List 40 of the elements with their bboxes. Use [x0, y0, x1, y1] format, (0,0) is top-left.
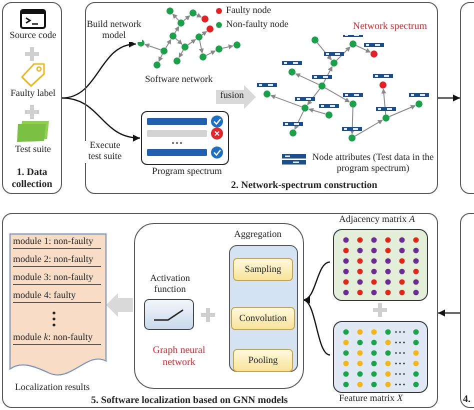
edge-label: Build network model — [86, 20, 142, 42]
curved-arrow — [62, 41, 136, 99]
icon-caption: Source code — [10, 31, 56, 42]
block-arrow — [216, 85, 256, 109]
arrow — [438, 94, 460, 102]
box-heading: Activation function — [148, 274, 192, 296]
result-line: module k: non-faulty — [13, 333, 101, 346]
curved-arrow — [62, 97, 140, 141]
panel-title: 5. Software localization based on GNN models — [91, 394, 288, 406]
result-line: module 2: non-faulty — [13, 255, 101, 268]
graph-title: Network spectrum — [352, 21, 427, 32]
legend-text: Non-faulty node — [226, 20, 289, 31]
icon-caption: Faulty label — [10, 89, 56, 100]
result-line: module 1: non-faulty — [13, 237, 101, 250]
icon-caption: Test suite — [14, 145, 51, 156]
drawing-caption: Software network — [145, 75, 213, 86]
matrix-label: Feature matrix X — [339, 394, 403, 405]
box-heading: Aggregation — [234, 230, 282, 241]
panel-title: 2. Network-spectrum construction — [231, 180, 378, 191]
result-line: module 4: faulty — [13, 291, 101, 304]
curved-arrow — [302, 299, 330, 356]
curved-arrow — [302, 261, 330, 302]
block-arrow — [106, 293, 133, 317]
legend-text: Faulty node — [226, 6, 272, 17]
panel-title: 4. — [463, 394, 470, 405]
process-box: Pooling — [233, 349, 293, 372]
panel — [2, 2, 62, 194]
result-caption: Localization results — [15, 383, 90, 394]
arrow — [438, 310, 460, 317]
model-name: Graph neural network — [152, 345, 206, 368]
process-box: Convolution — [231, 307, 295, 330]
panel-caption: Program spectrum — [152, 167, 222, 178]
result-line: module 3: non-faulty — [13, 273, 101, 286]
legend-text: Node attributes (Test data in the program spectrum) — [311, 153, 435, 175]
edge-label: fusion — [219, 91, 245, 102]
matrix-label: Adjacency matrix A — [339, 215, 415, 226]
process-box: Sampling — [233, 258, 293, 281]
panel-title: 1. Data collection — [10, 167, 54, 190]
rounded-box — [134, 223, 304, 389]
panel — [2, 213, 438, 408]
